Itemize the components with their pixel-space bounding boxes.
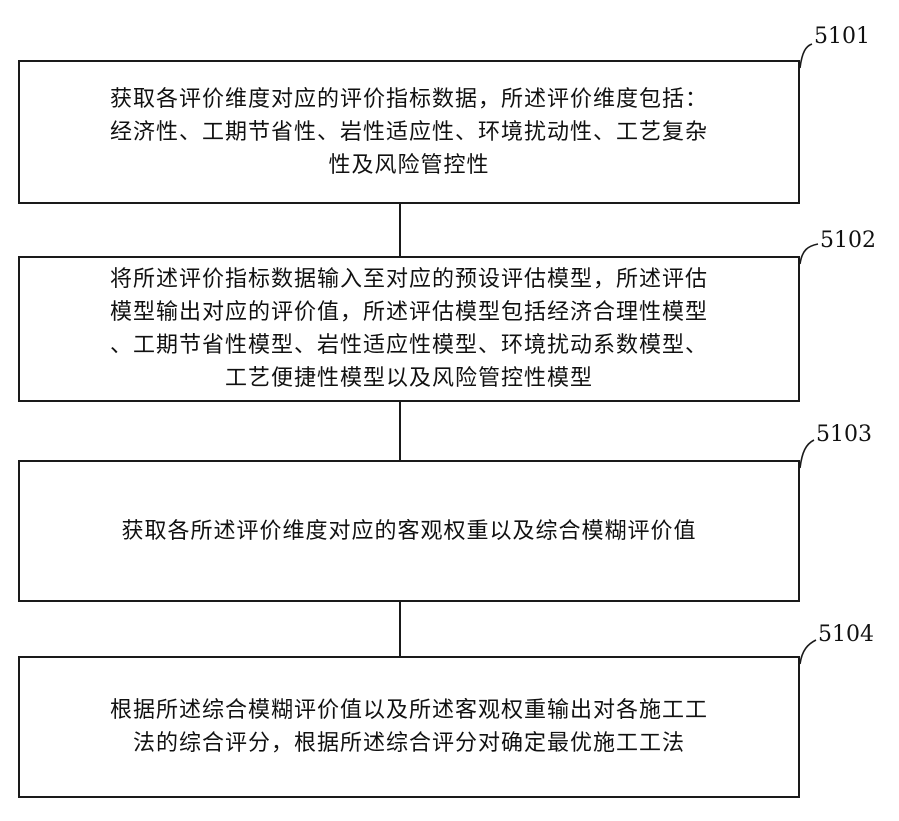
step-text-line: 工艺便捷性模型以及风险管控性模型 xyxy=(225,366,593,391)
step-text-line: 性及风险管控性 xyxy=(328,153,489,178)
step-text-line: 将所述评价指标数据输入至对应的预设评估模型，所述评估 xyxy=(110,267,708,292)
step-text-line: 经济性、工期节省性、岩性适应性、环境扰动性、工艺复杂 xyxy=(110,120,708,145)
step-text-s102: 将所述评价指标数据输入至对应的预设评估模型，所述评估 模型输出对应的评价值，所述… xyxy=(96,263,722,395)
step-label-s102: 5102 xyxy=(820,228,876,253)
label-leader-s101 xyxy=(800,44,812,68)
step-text-line: 获取各所述评价维度对应的客观权重以及综合模糊评价值 xyxy=(121,519,696,544)
label-leader-s102 xyxy=(800,244,818,264)
step-box-s103: 获取各所述评价维度对应的客观权重以及综合模糊评价值 xyxy=(18,460,800,602)
step-text-s101: 获取各评价维度对应的评价指标数据，所述评价维度包括： 经济性、工期节省性、岩性适… xyxy=(96,83,722,182)
step-label-s104: 5104 xyxy=(818,622,874,647)
step-box-s101: 获取各评价维度对应的评价指标数据，所述评价维度包括： 经济性、工期节省性、岩性适… xyxy=(18,60,800,204)
step-text-line: 法的综合评分，根据所述综合评分对确定最优施工工法 xyxy=(133,731,685,756)
label-leader-s104 xyxy=(800,640,816,664)
step-box-s104: 根据所述综合模糊评价值以及所述客观权重输出对各施工工 法的综合评分，根据所述综合… xyxy=(18,656,800,798)
step-text-line: 根据所述综合模糊评价值以及所述客观权重输出对各施工工 xyxy=(110,698,708,723)
step-text-s103: 获取各所述评价维度对应的客观权重以及综合模糊评价值 xyxy=(107,515,710,548)
step-text-line: 模型输出对应的评价值，所述评估模型包括经济合理性模型 xyxy=(110,300,708,325)
label-leader-s103 xyxy=(800,440,814,468)
step-box-s102: 将所述评价指标数据输入至对应的预设评估模型，所述评估 模型输出对应的评价值，所述… xyxy=(18,256,800,402)
step-text-line: 获取各评价维度对应的评价指标数据，所述评价维度包括： xyxy=(110,87,708,112)
step-label-s101: 5101 xyxy=(814,24,870,49)
step-label-s103: 5103 xyxy=(816,422,872,447)
step-text-line: 、工期节省性模型、岩性适应性模型、环境扰动系数模型、 xyxy=(110,333,708,358)
step-text-s104: 根据所述综合模糊评价值以及所述客观权重输出对各施工工 法的综合评分，根据所述综合… xyxy=(96,694,722,760)
